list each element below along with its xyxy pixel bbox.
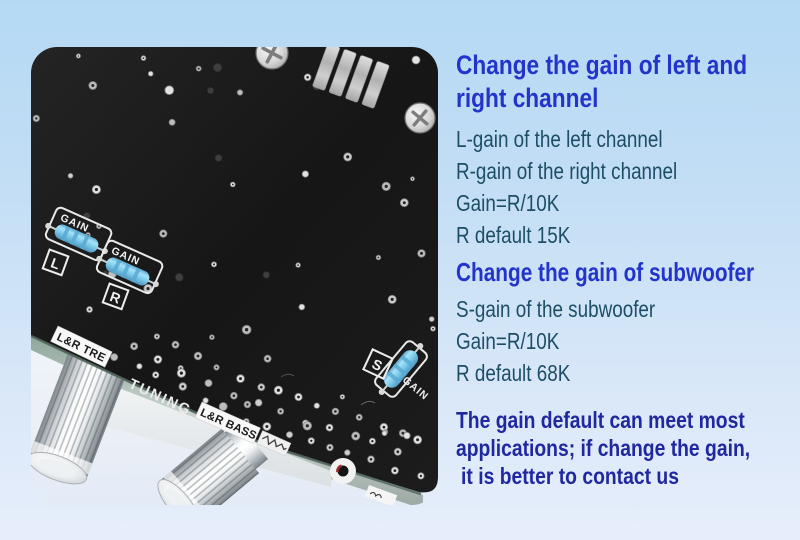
section1-heading-line1: Change the gain of left and: [456, 50, 748, 80]
section2-heading: Change the gain of subwoofer: [456, 257, 755, 287]
board-edge-band: [31, 335, 423, 505]
pcb-photo-art: GAIN L GAIN: [31, 47, 438, 505]
screw-top-icon: [255, 47, 289, 70]
section2-lines: S-gain of the subwoofer Gain=R/10K R def…: [456, 293, 800, 389]
volume-knob-2: [157, 422, 269, 505]
note-paragraph: The gain default can meet most applicati…: [456, 406, 800, 490]
section2-line: S-gain of the subwoofer: [456, 296, 656, 322]
section1-line: R-gain of the right channel: [456, 158, 678, 184]
solder-pads: [312, 47, 390, 109]
pcb-board: [31, 47, 438, 493]
gain-r-resistor: GAIN: [95, 239, 164, 295]
solder-dots: [32, 53, 436, 480]
trace-mark: [280, 373, 295, 378]
section1-heading: Change the gain of left and right channe…: [456, 49, 800, 115]
section2-line: Gain=R/10K: [456, 328, 560, 354]
screw-right-icon: [404, 102, 436, 134]
section1-line: Gain=R/10K: [456, 190, 560, 216]
waveform-icon: [262, 435, 287, 451]
info-panel: Change the gain of left and right channe…: [456, 49, 800, 490]
trace-mark: [360, 400, 376, 406]
edge-sticker: [364, 485, 398, 505]
section1-heading-line2: right channel: [456, 83, 599, 113]
section2-line: R default 68K: [456, 360, 571, 386]
note-line: applications; if change the gain,: [456, 435, 751, 461]
pcb-photo: GAIN L GAIN: [31, 47, 438, 505]
gain-s-resistor: [374, 340, 428, 398]
section1-line: R default 15K: [456, 222, 571, 248]
note-line: it is better to contact us: [461, 463, 679, 489]
section1-line: L-gain of the left channel: [456, 126, 663, 152]
note-line: The gain default can meet most: [456, 407, 745, 433]
section1-lines: L-gain of the left channel R-gain of the…: [456, 123, 800, 251]
mounting-hole: [330, 458, 356, 484]
